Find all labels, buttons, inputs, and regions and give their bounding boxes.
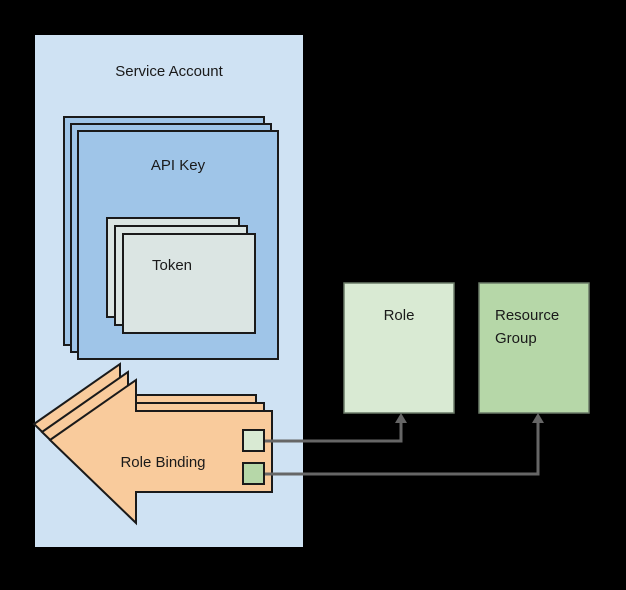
connector-layer	[264, 413, 544, 476]
role-binding-to-role-connector	[264, 420, 403, 443]
service-account-label: Service Account	[115, 63, 223, 80]
role-binding-arrow-shape[interactable]	[48, 378, 273, 526]
role-binding-label: Role Binding	[120, 454, 205, 471]
role-port[interactable]	[242, 429, 265, 452]
role-label: Role	[384, 307, 415, 324]
role-binding-layer: Role Binding	[32, 362, 273, 526]
role-binding-to-role-connector-arrowhead	[395, 413, 407, 423]
resource-group-box[interactable]	[478, 282, 590, 414]
role-box[interactable]	[343, 282, 455, 414]
role-binding-to-resource-group-connector	[264, 420, 540, 476]
port-layer	[242, 429, 265, 485]
resource-group-port[interactable]	[242, 462, 265, 485]
token-label: Token	[152, 257, 192, 274]
token-card[interactable]	[122, 233, 256, 334]
role-binding-to-resource-group-connector-arrowhead	[532, 413, 544, 423]
api-key-label: API Key	[151, 157, 206, 174]
